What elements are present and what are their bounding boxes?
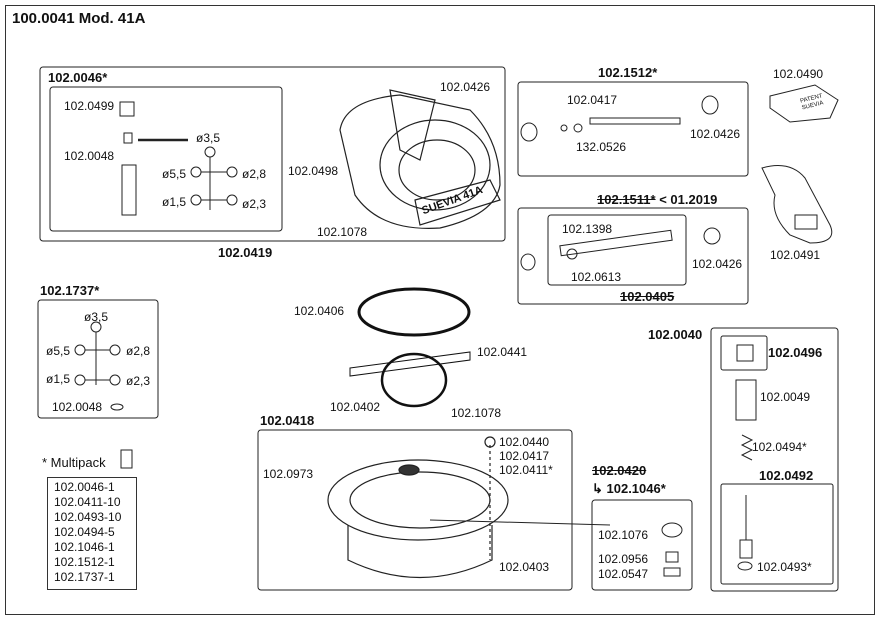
code-102-0420: 102.0420 (592, 463, 647, 478)
part-102-0493: 102.0493* (757, 560, 812, 574)
box-102-0040 (710, 327, 839, 592)
code-102-0040: 102.0040 (648, 327, 703, 342)
part-102-0440: 102.0440 (499, 435, 550, 449)
size-2-3: ø2,3 (242, 197, 267, 211)
size-1-5: ø1,5 (162, 195, 187, 209)
part-102-1076: 102.1076 (598, 528, 649, 542)
o-rings (349, 287, 471, 408)
code-102-1046: ↳ 102.1046* (592, 481, 666, 496)
valve-parts-0046 (119, 101, 188, 216)
part-102-1078: 102.1078 (451, 406, 502, 420)
multipack-item: 102.1512-1 (54, 555, 115, 569)
part-102-0613: 102.0613 (571, 270, 622, 284)
multipack-item: 102.0046-1 (54, 480, 115, 494)
code-102-0496: 102.0496 (768, 345, 823, 360)
size-1737-2-8: ø2,8 (126, 344, 151, 358)
box-102-1737 (37, 299, 159, 419)
page-frame (5, 5, 875, 615)
part-102-1398: 102.1398 (562, 222, 613, 236)
cap-0490 (761, 84, 839, 244)
part-102-0426-shaft: 102.0426 (690, 127, 741, 141)
drinking-bowl (339, 89, 501, 229)
page-title: 100.0041 Mod. 41A (12, 10, 146, 27)
box-102-0418 (257, 429, 573, 591)
part-102-0494: 102.0494* (752, 440, 807, 454)
multipack-list: 102.0046-1 102.0411-10 102.0493-10 102.0… (47, 477, 137, 590)
part-102-0426-1511: 102.0426 (692, 257, 743, 271)
bowl-housing (327, 436, 509, 578)
multipack-item: 102.1737-1 (54, 570, 115, 584)
size-1737-5-5: ø5,5 (46, 344, 71, 358)
code-102-1511: 102.1511* < 01.2019 (597, 192, 718, 207)
multipack-label: * Multipack (42, 455, 106, 470)
part-102-0426-bowl: 102.0426 (440, 80, 491, 94)
code-102-0405: 102.0405 (620, 289, 675, 304)
size-2-8: ø2,8 (242, 167, 267, 181)
part-102-0417: 102.0417 (499, 449, 550, 463)
part-102-0490: 102.0490 (773, 67, 824, 81)
part-102-0406: 102.0406 (294, 304, 345, 318)
box-102-1512 (517, 81, 749, 177)
part-102-0499: 102.0499 (64, 99, 115, 113)
part-102-0441: 102.0441 (477, 345, 528, 359)
part-102-0048: 102.0048 (64, 149, 115, 163)
part-102-0411: 102.0411* (499, 463, 553, 477)
size-3-5: ø3,5 (196, 131, 221, 145)
part-102-0403: 102.0403 (499, 560, 550, 574)
part-102-0491: 102.0491 (770, 248, 821, 262)
code-102-0046: 102.0046* (48, 70, 108, 85)
part-102-0547: 102.0547 (598, 567, 649, 581)
code-102-1737: 102.1737* (40, 283, 100, 298)
code-102-0418: 102.0418 (260, 413, 315, 428)
box-102-0492 (720, 483, 834, 585)
box-102-0046 (49, 86, 283, 232)
part-102-0048-1737: 102.0048 (52, 400, 103, 414)
shaft-1511 (520, 227, 721, 271)
nozzles-1737 (74, 321, 124, 411)
part-102-0417-shaft: 102.0417 (567, 93, 618, 107)
multipack-item: 102.0493-10 (54, 510, 122, 524)
size-1737-1-5: ø1,5 (46, 372, 71, 386)
box-102-0420 (591, 499, 693, 591)
box-102-1511 (517, 207, 749, 305)
size-5-5: ø5,5 (162, 167, 187, 181)
part-132-0526: 132.0526 (576, 140, 627, 154)
part-102-0973: 102.0973 (263, 467, 314, 481)
part-102-0402: 102.0402 (330, 400, 381, 414)
multipack-item: 102.1046-1 (54, 540, 115, 554)
parts-0420 (429, 519, 683, 577)
box-102-0405 (547, 214, 687, 286)
multipack-item: 102.0411-10 (54, 495, 121, 509)
part-102-0956: 102.0956 (598, 552, 649, 566)
part-102-0049: 102.0049 (760, 390, 811, 404)
code-102-1512: 102.1512* (598, 65, 658, 80)
shaft-1512 (520, 95, 719, 142)
code-102-0492: 102.0492 (759, 468, 814, 483)
part-102-1078-bowl: 102.1078 (317, 225, 368, 239)
valve-0040 (735, 344, 757, 571)
size-1737-3-5: ø3,5 (84, 310, 109, 324)
size-1737-2-3: ø2,3 (126, 374, 151, 388)
code-102-0419: 102.0419 (218, 245, 273, 260)
multipack-item: 102.0494-5 (54, 525, 115, 539)
part-102-0498: 102.0498 (288, 164, 339, 178)
multipack-icon (120, 449, 133, 469)
box-102-0419 (39, 66, 506, 242)
box-102-0496 (720, 335, 768, 371)
nozzles-0046 (190, 146, 238, 210)
